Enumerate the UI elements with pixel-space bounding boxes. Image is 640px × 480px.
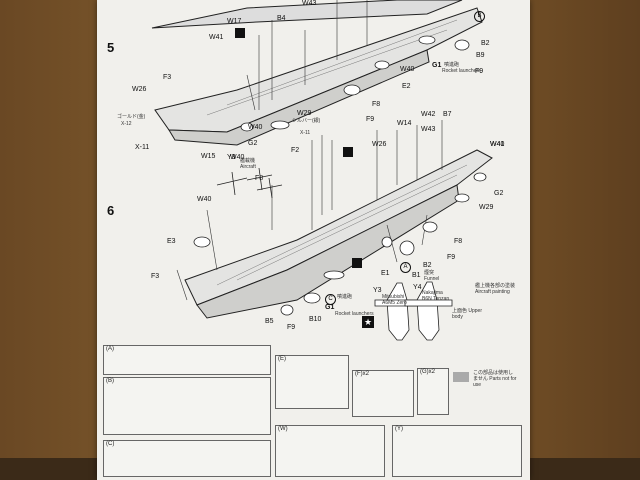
gold-paint-jp: ゴールド(金) — [117, 114, 146, 120]
part-label: W43 — [421, 126, 436, 133]
part-label: B10 — [309, 316, 322, 323]
part-label: F9 — [475, 68, 484, 75]
part-label: B4 — [277, 15, 286, 22]
part-label: B7 — [443, 111, 452, 118]
part-label: E2 — [402, 83, 411, 90]
unused-parts-note: この部品は使用しません Parts not for use — [473, 370, 517, 388]
part-label: G1 — [432, 62, 442, 69]
parts-panel-f — [352, 370, 414, 417]
part-label: Y3 — [227, 154, 236, 161]
part-label: W26 — [132, 86, 147, 93]
paint-code-x12: X-12 — [121, 121, 132, 127]
panel-tag: (Y) — [395, 426, 403, 432]
parts-panel-w — [275, 425, 385, 477]
part-marker: C — [325, 294, 336, 305]
panel-tag: (C) — [106, 441, 115, 447]
hull-step6 — [184, 149, 493, 306]
panel-tag: (B) — [106, 378, 114, 384]
panel-tag: (E) — [278, 356, 286, 362]
part-label: B2 — [423, 262, 432, 269]
paint-panel-title: 艦上機各部の塗装 Aircraft painting — [475, 283, 516, 295]
part-label: G1 — [325, 304, 335, 311]
part-marker: A — [400, 262, 411, 273]
parts-panel-y — [392, 425, 522, 477]
instruction-sheet: 5 6 — [97, 0, 530, 480]
part-label: G2 — [248, 140, 258, 147]
panel-tag: (W) — [278, 426, 288, 432]
part-label: W26 — [372, 141, 387, 148]
part-label: X-11 — [135, 144, 150, 151]
part-label: B2 — [481, 40, 490, 47]
step-number-5: 5 — [107, 40, 115, 55]
unused-parts-swatch — [453, 372, 469, 382]
part-label: W17 — [227, 18, 242, 25]
part-label: E1 — [381, 270, 390, 277]
rocket-launcher-jp: 噴進砲 — [444, 62, 460, 68]
parts-panel-c — [103, 440, 271, 477]
rocket-launcher-jp: 噴進砲 — [337, 294, 353, 300]
part-label: W42 — [421, 111, 436, 118]
part-label: W40 — [490, 141, 505, 148]
panel-tag: (A) — [106, 346, 114, 352]
parts-panel-e — [275, 355, 349, 409]
paint-marker-icon — [343, 147, 353, 157]
part-label: W40 — [230, 154, 245, 161]
part-label: W40 — [197, 196, 212, 203]
paint-marker-icon — [235, 28, 245, 38]
part-label: Y3 — [373, 287, 382, 294]
part-label: W29 — [479, 204, 494, 211]
paint-marker-icon — [352, 258, 362, 268]
part-label: F2 — [291, 147, 300, 154]
part-label: F3 — [163, 74, 172, 81]
parts-panel-b — [103, 377, 271, 435]
step-number-6: 6 — [107, 203, 115, 218]
funnel-jp: 煙突 — [424, 270, 435, 276]
panel-tag: (F)x2 — [355, 371, 369, 377]
part-label: W29 — [297, 110, 312, 117]
aircraft-jp: 艦載機 — [240, 158, 256, 164]
aircraft-en: Aircraft — [240, 164, 256, 170]
part-label: W40 — [400, 66, 415, 73]
silver-paint-jp: シルバー(銀) — [292, 118, 321, 124]
part-label: W43 — [302, 0, 317, 7]
panel-tag: (G)x2 — [420, 369, 435, 375]
part-label: F8 — [454, 238, 463, 245]
part-label: E3 — [167, 238, 176, 245]
part-marker: B — [474, 11, 485, 22]
rocket-launcher-en: Rocket launchers — [442, 68, 481, 74]
parts-panel-a — [103, 345, 271, 375]
part-label: W41 — [209, 34, 224, 41]
star-marker-icon: ★ — [362, 316, 374, 328]
parts-panel-g — [417, 368, 449, 415]
part-label: F8 — [255, 175, 264, 182]
part-label: B1 — [412, 272, 421, 279]
part-label: F8 — [372, 101, 381, 108]
part-label: W41 — [490, 141, 505, 148]
part-label: W40 — [248, 124, 263, 131]
rocket-launcher-en: Rocket launchers — [335, 311, 374, 317]
upper-body-note: 上面色 Upper body — [452, 308, 483, 320]
aircraft-name: Nakajima B6N Tenzan — [422, 290, 450, 302]
part-label: B5 — [265, 318, 274, 325]
paint-code-x11: X-11 — [300, 130, 311, 136]
part-label: F9 — [447, 254, 456, 261]
part-label: G2 — [494, 190, 504, 197]
funnel-en: Funnel — [424, 276, 440, 282]
part-label: W15 — [201, 153, 216, 160]
part-label: F9 — [287, 324, 296, 331]
aircraft-name: Mitsubishi A6M5 Zero — [382, 294, 407, 306]
part-label: W14 — [397, 120, 412, 127]
part-label: B9 — [476, 52, 485, 59]
part-label: F9 — [366, 116, 375, 123]
part-label: Y4 — [413, 284, 422, 291]
part-label: F3 — [151, 273, 160, 280]
